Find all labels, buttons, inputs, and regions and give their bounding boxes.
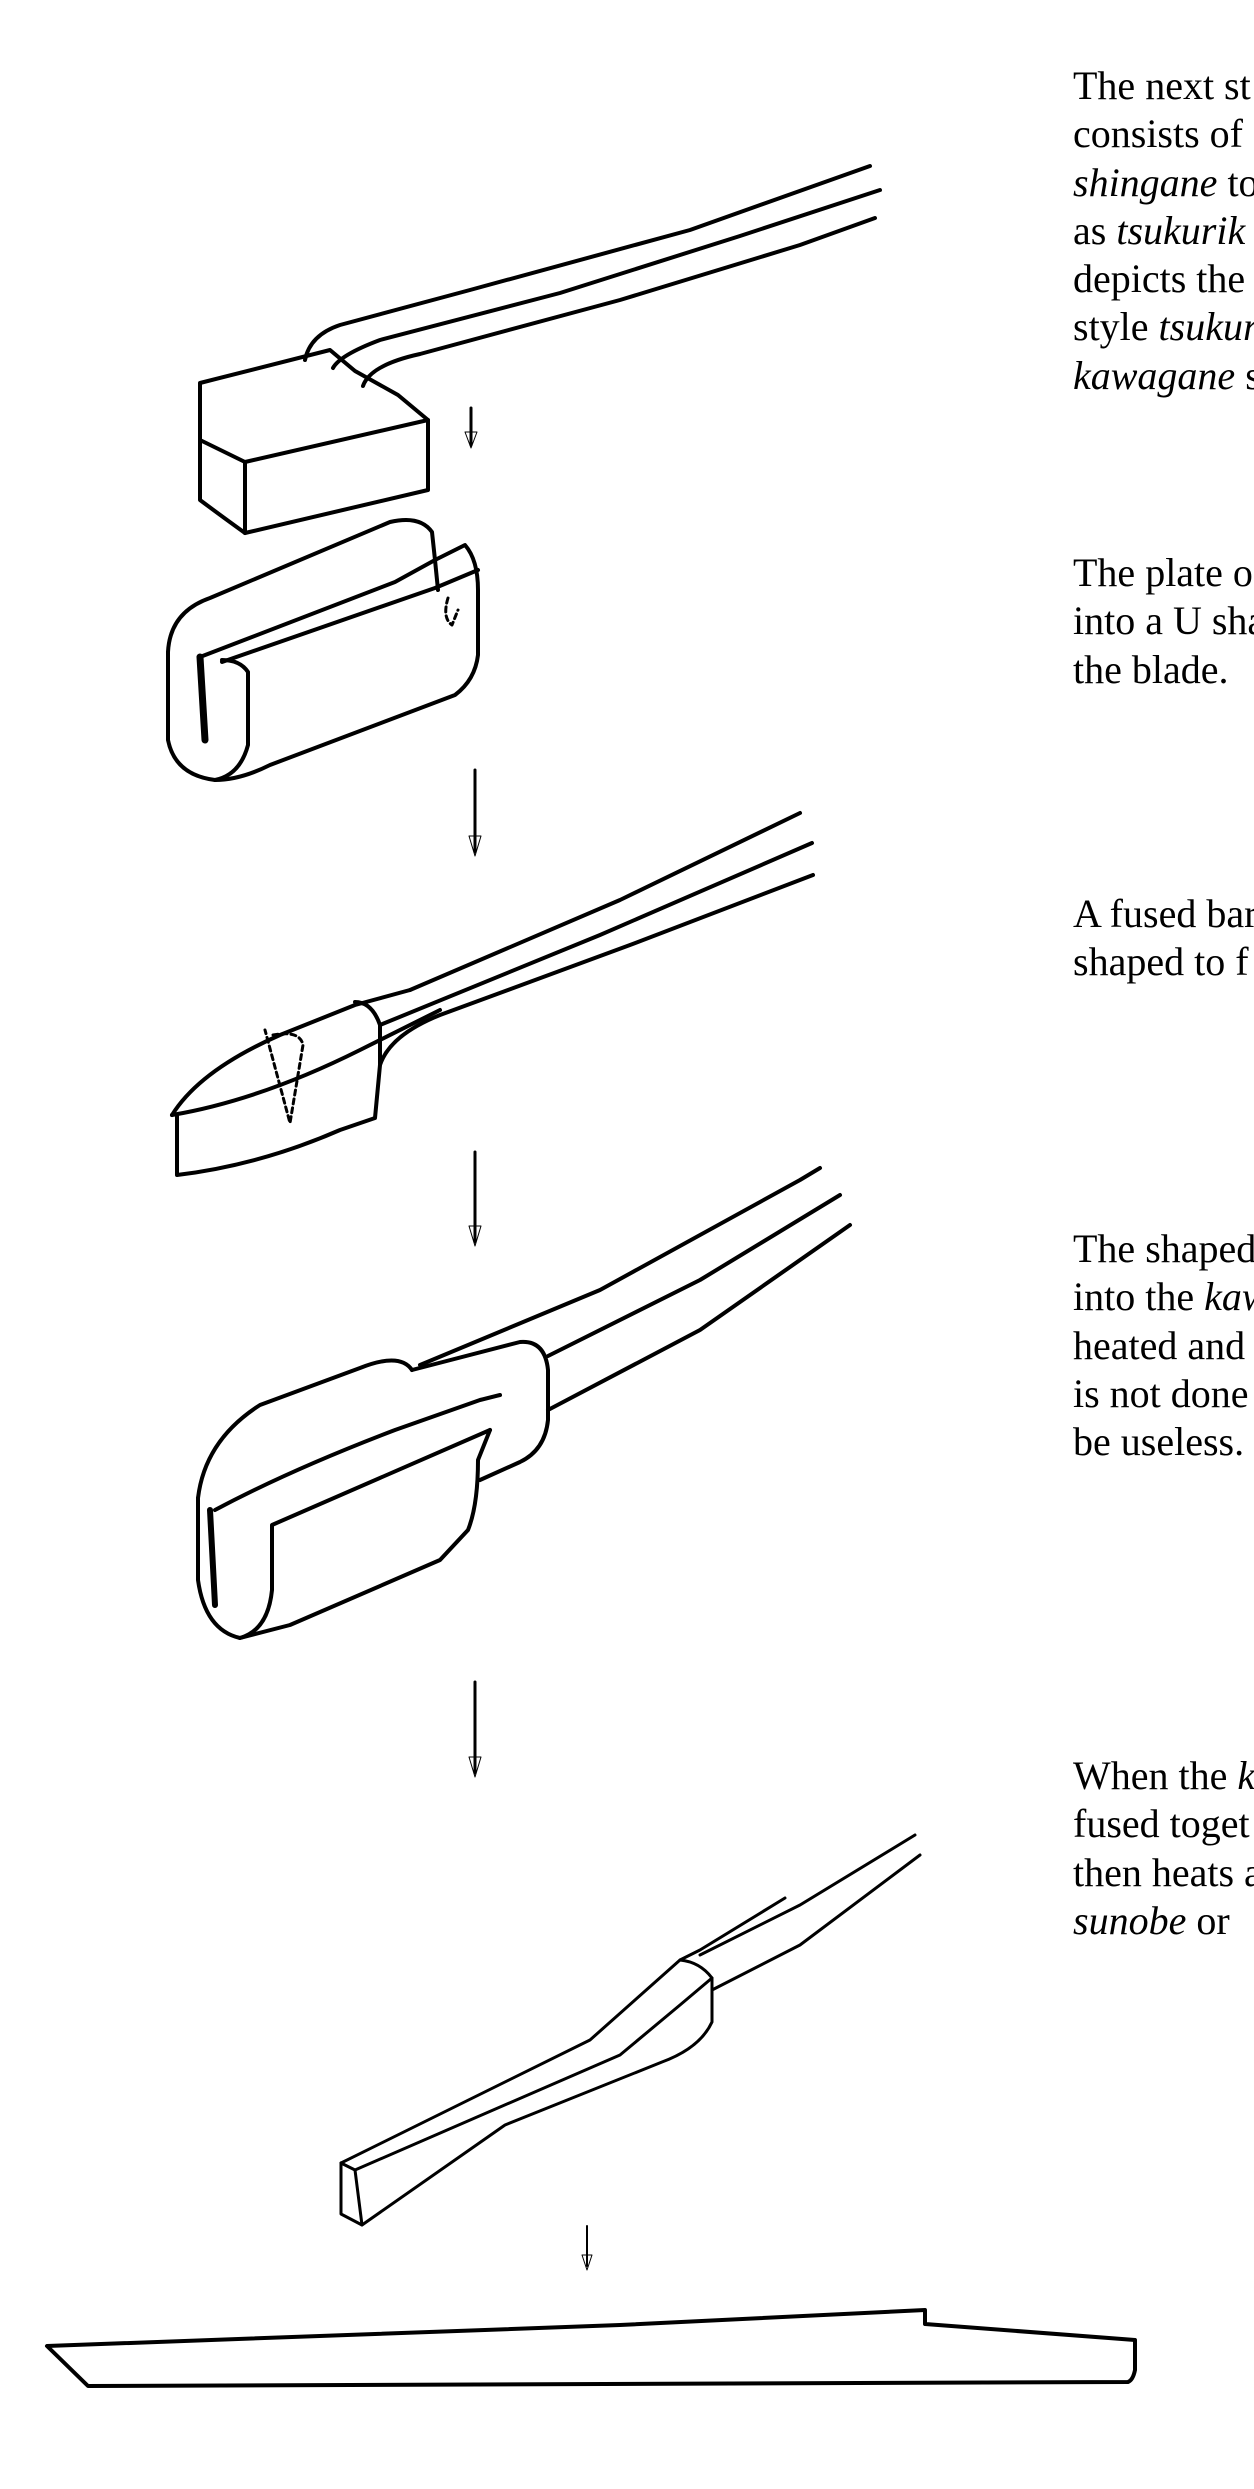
text-line: into a U sha: [1073, 598, 1254, 644]
arrow-2: [468, 768, 482, 857]
step-1-kawagane-plate: [198, 164, 882, 535]
text-line: is not done: [1073, 1370, 1249, 1416]
text-line: The next st: [1073, 63, 1251, 108]
text-line: The plate o: [1073, 550, 1253, 595]
text-line: be useless.: [1073, 1419, 1245, 1465]
step-4-assembled: [196, 1166, 852, 1640]
step-2-u-fold: [166, 518, 480, 782]
text-line: the blade.: [1073, 646, 1229, 692]
step-6-blade: [45, 2308, 1137, 2388]
arrow-3: [468, 1150, 482, 1247]
paragraph-5: When the k fused toget then heats a suno…: [1073, 1752, 1254, 1945]
text-line: shaped to f: [1073, 939, 1249, 985]
arrow-4: [468, 1680, 482, 1778]
text-line: depicts the: [1073, 256, 1246, 302]
text-line: heated and: [1073, 1322, 1246, 1368]
paragraph-3: A fused bar shaped to f: [1073, 890, 1254, 987]
text-line: as tsukurik: [1073, 207, 1246, 253]
text-line: shingane to: [1073, 159, 1254, 205]
text-line: When the k: [1073, 1753, 1254, 1798]
paragraph-2: The plate o into a U sha the blade.: [1073, 549, 1254, 694]
text-line: A fused bar: [1073, 891, 1254, 936]
paragraph-1: The next st consists of shingane to as t…: [1073, 62, 1254, 400]
text-line: The shaped: [1073, 1226, 1254, 1271]
step-5-fused-bar: [339, 1833, 922, 2227]
text-line: kawagane s: [1073, 352, 1254, 398]
step-3-shingane-bar: [170, 811, 815, 1177]
text-line: into the kaw: [1073, 1274, 1254, 1320]
paragraph-4: The shaped into the kaw heated and is no…: [1073, 1225, 1254, 1466]
arrow-5: [581, 2225, 593, 2271]
text-line: sunobe or: [1073, 1897, 1230, 1943]
text-line: fused toget: [1073, 1801, 1250, 1847]
text-line: style tsukur: [1073, 304, 1254, 350]
text-line: consists of: [1073, 111, 1243, 157]
text-line: then heats a: [1073, 1849, 1254, 1895]
arrow-1: [464, 406, 478, 449]
